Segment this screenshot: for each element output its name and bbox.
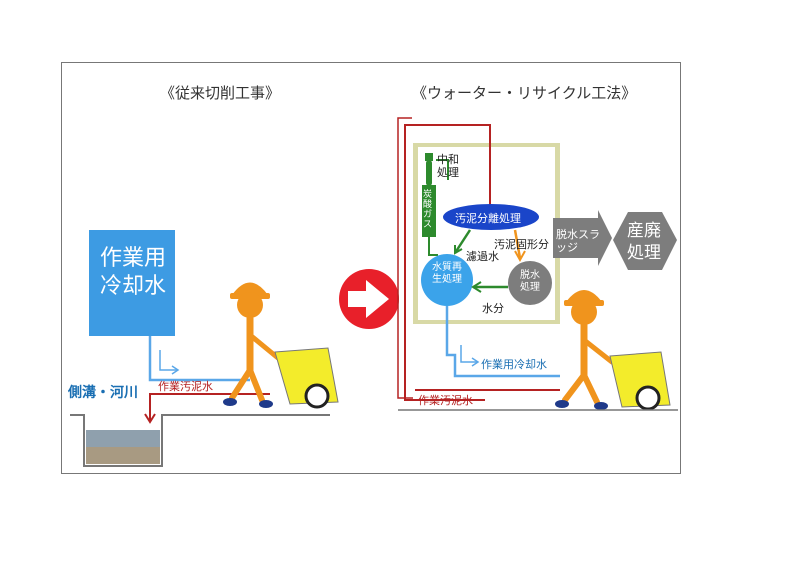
neutral-label: 中和処理 xyxy=(437,153,459,179)
regeneration-label: 水質再生処理 xyxy=(432,262,462,285)
coolant-arrow-head-right xyxy=(471,357,480,367)
co2-cylinder xyxy=(422,153,436,237)
separation-node xyxy=(443,204,539,230)
solid-flow xyxy=(513,229,522,259)
separation-label: 汚泥分離処理 xyxy=(455,212,521,225)
coolant-pipe-left xyxy=(148,336,250,382)
coolant-arrow-head-left xyxy=(171,365,180,375)
moisture-label: 水分 xyxy=(482,302,504,315)
sludge-label-right: 作業汚泥水 xyxy=(418,394,473,407)
worker-left xyxy=(223,282,281,408)
coolant-tank-label: 作業用冷却水 xyxy=(99,246,166,299)
cutter-machine-left xyxy=(274,347,339,409)
right-title: 《ウォーター・リサイクル工法》 xyxy=(412,84,637,102)
solid-label: 汚泥固形分 xyxy=(494,238,549,251)
disposal-node xyxy=(613,212,677,270)
sludge-arrow-outer xyxy=(397,117,413,399)
coolant-tank xyxy=(89,230,175,336)
left-title: 《従来切削工事》 xyxy=(160,84,281,102)
ditch-outline xyxy=(70,414,330,467)
coolant-arrow-left xyxy=(159,350,178,371)
sludge-output-arrow xyxy=(553,210,612,266)
ditch-label: 側溝・河川 xyxy=(68,385,138,401)
coolant-pipe-right xyxy=(445,306,560,378)
co2-label: 炭酸ガス xyxy=(423,190,433,230)
coolant-arrow-right xyxy=(460,345,478,363)
regeneration-node xyxy=(421,254,473,306)
sludge-return-loop xyxy=(404,124,491,401)
sludge-output-label: 脱水スラッジ xyxy=(556,228,600,254)
cutter-machine-right xyxy=(609,351,671,411)
filtrate-flow xyxy=(453,229,472,254)
moisture-arrow-head xyxy=(471,281,482,293)
filtrate-label: 濾過水 xyxy=(466,250,499,263)
gas-pipe xyxy=(428,237,438,256)
worker-right xyxy=(555,290,615,410)
ditch-sediment xyxy=(86,447,160,464)
filtrate-arrow-head xyxy=(454,245,463,255)
sludge-pipe-left xyxy=(149,393,270,422)
neutralize-pipe xyxy=(436,159,449,180)
transition-arrow xyxy=(339,269,399,329)
dewater-node xyxy=(508,261,552,305)
sludge-label-left: 作業汚泥水 xyxy=(158,380,213,393)
sludge-arrow-head-left xyxy=(144,413,156,424)
solid-arrow-head xyxy=(514,250,526,263)
coolant-label-right: 作業用冷却水 xyxy=(481,358,547,371)
dewater-label: 脱水処理 xyxy=(520,270,540,293)
disposal-label: 産廃処理 xyxy=(627,221,661,263)
